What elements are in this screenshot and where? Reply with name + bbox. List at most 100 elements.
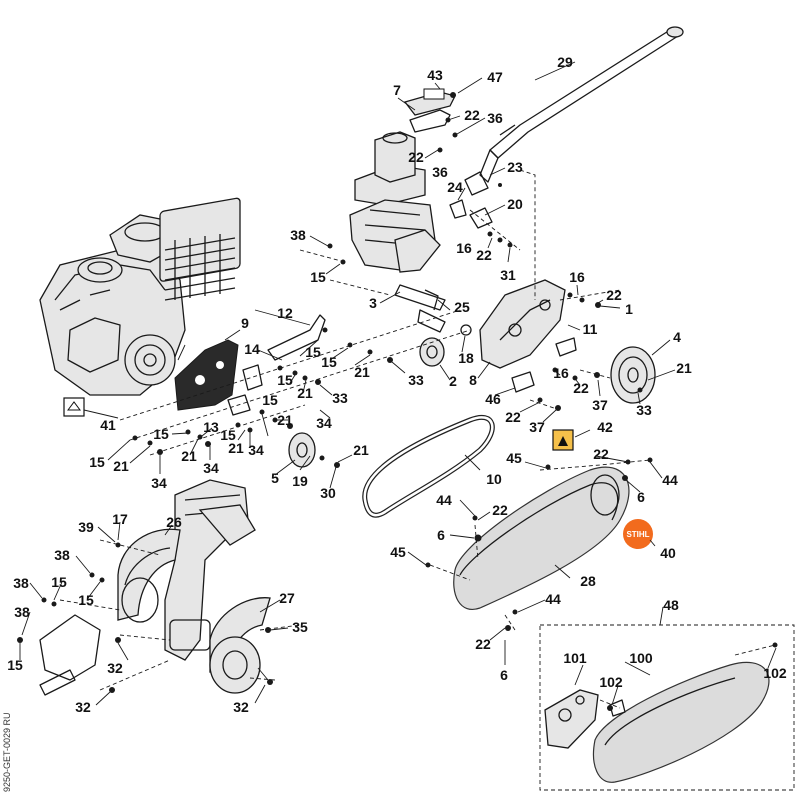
callout-22-mid: 22 — [408, 149, 424, 165]
callout-13: 13 — [203, 419, 219, 435]
callout-15-a: 15 — [310, 269, 326, 285]
callout-100: 100 — [629, 650, 653, 666]
callout-41: 41 — [100, 417, 116, 433]
drawing-code-suffix: RU — [2, 712, 12, 726]
label-41-icon — [63, 397, 85, 417]
callout-6-c: 6 — [500, 667, 508, 683]
drawing-code: 9250-GET-0029 RU — [2, 712, 12, 792]
callout-34-b: 34 — [248, 442, 264, 458]
stihl-logo-text: STIHL — [626, 530, 649, 539]
callout-38-b: 38 — [13, 575, 29, 591]
callout-32-b: 32 — [75, 699, 91, 715]
callout-21-c: 21 — [277, 412, 293, 428]
callout-23: 23 — [507, 159, 523, 175]
callout-21-a: 21 — [354, 364, 370, 380]
callout-14: 14 — [244, 341, 260, 357]
callout-32-c: 32 — [233, 699, 249, 715]
callout-27: 27 — [279, 590, 295, 606]
callout-labels: 43 47 29 7 22 36 22 36 23 24 20 38 15 16… — [7, 54, 787, 715]
callout-32-a: 32 — [107, 660, 123, 676]
callout-34-c: 34 — [203, 460, 219, 476]
callout-22-e: 22 — [492, 502, 508, 518]
callout-3: 3 — [369, 295, 377, 311]
callout-38-top: 38 — [290, 227, 306, 243]
callout-36-top: 36 — [487, 110, 503, 126]
callout-21-d: 21 — [228, 440, 244, 456]
callout-21-g: 21 — [353, 442, 369, 458]
part-29-handle — [479, 26, 684, 183]
callout-43: 43 — [427, 67, 443, 83]
callout-9: 9 — [241, 315, 249, 331]
leader-lines — [19, 61, 777, 706]
callout-44-c: 44 — [545, 591, 561, 607]
kit-48-box — [539, 624, 795, 791]
callout-22-d: 22 — [593, 446, 609, 462]
part-28-belt-cover — [453, 466, 630, 610]
callout-29: 29 — [557, 54, 573, 70]
part-27-shield — [209, 597, 271, 694]
callout-36-mid: 36 — [432, 164, 448, 180]
callout-102-b: 102 — [763, 665, 787, 681]
drawing-code-number: 9250-GET-0029 — [2, 727, 12, 792]
callout-15-i: 15 — [78, 592, 94, 608]
callout-37-r: 37 — [592, 397, 608, 413]
callout-15-e: 15 — [262, 392, 278, 408]
callout-30: 30 — [320, 485, 336, 501]
callout-6-a: 6 — [637, 489, 645, 505]
callout-45-b: 45 — [390, 544, 406, 560]
callout-22-a: 22 — [476, 247, 492, 263]
callout-15-k: 15 — [7, 657, 23, 673]
callout-7: 7 — [393, 82, 401, 98]
callout-15-d: 15 — [277, 372, 293, 388]
callout-22-b: 22 — [606, 287, 622, 303]
callout-4: 4 — [673, 329, 681, 345]
part-9-plate — [174, 339, 239, 411]
callout-20: 20 — [507, 196, 523, 212]
callout-26: 26 — [166, 514, 182, 530]
callout-21-r: 21 — [676, 360, 692, 376]
callout-102-a: 102 — [599, 674, 623, 690]
engine — [39, 197, 241, 396]
callout-25: 25 — [454, 299, 470, 315]
callout-101: 101 — [563, 650, 587, 666]
connection-lines — [59, 169, 776, 709]
callout-16-a: 16 — [456, 240, 472, 256]
callout-21-e: 21 — [181, 448, 197, 464]
callout-42: 42 — [597, 419, 613, 435]
callout-1: 1 — [625, 301, 633, 317]
warning-labels — [63, 88, 574, 451]
callout-15-h: 15 — [89, 454, 105, 470]
callout-10: 10 — [486, 471, 502, 487]
small-linkage-parts — [449, 171, 502, 229]
callout-44-b: 44 — [436, 492, 452, 508]
callout-22-c: 22 — [505, 409, 521, 425]
callout-38-c: 38 — [14, 604, 30, 620]
callout-37-c: 37 — [529, 419, 545, 435]
callout-44-a: 44 — [662, 472, 678, 488]
part-12-bracket — [267, 314, 326, 361]
callout-46: 46 — [485, 391, 501, 407]
callout-33-a: 33 — [408, 372, 424, 388]
part-8-crank — [479, 279, 566, 369]
callout-35: 35 — [292, 619, 308, 635]
callout-15-c: 15 — [321, 354, 337, 370]
callout-6-b: 6 — [437, 527, 445, 543]
callout-22-f: 22 — [475, 636, 491, 652]
callout-22-top: 22 — [464, 107, 480, 123]
callout-15-g: 15 — [153, 426, 169, 442]
callout-33-r: 33 — [636, 402, 652, 418]
kit-48-parts — [544, 661, 770, 783]
tine-gearbox — [164, 479, 256, 661]
callout-24: 24 — [447, 179, 463, 195]
part-26-shield — [117, 528, 181, 623]
callout-17: 17 — [112, 511, 128, 527]
callout-21-f: 21 — [113, 458, 129, 474]
callout-2: 2 — [449, 373, 457, 389]
callout-47: 47 — [487, 69, 503, 85]
part-10-belt — [362, 414, 495, 518]
part-4-pulley — [610, 346, 656, 404]
callout-12: 12 — [277, 305, 293, 321]
callout-15-j: 15 — [51, 574, 67, 590]
part-40-stihl-badge: STIHL — [623, 519, 653, 549]
